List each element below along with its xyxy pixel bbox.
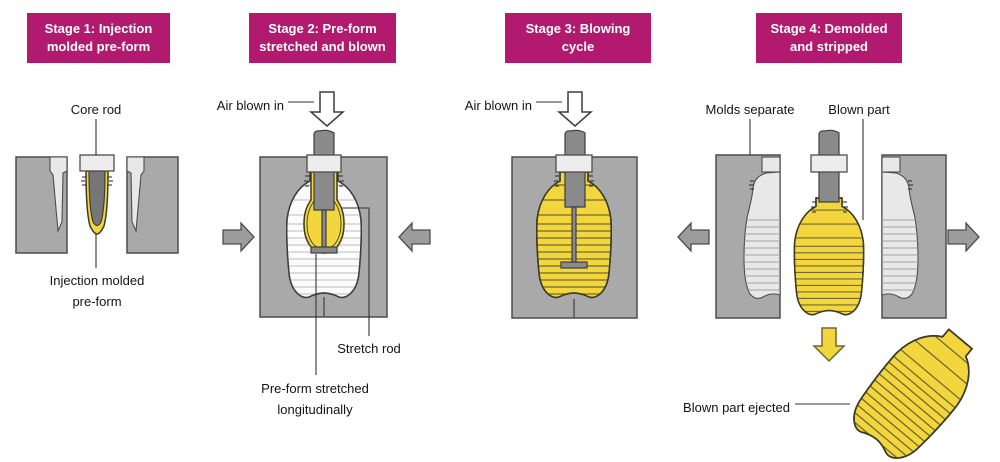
blown-part-label: Blown part [828,102,890,117]
air-blown-in-label-2: Air blown in [216,98,284,113]
separate-arrow-right [947,221,980,253]
stretch-rod-callout-line [341,207,370,336]
preform-label-line1: Injection molded [49,273,145,288]
air-down-arrow-3 [557,91,593,127]
air-down-arrow-2 [309,91,345,127]
stage1-diagram [15,119,179,268]
core-rod-shape [88,170,106,227]
stage4-threads [811,201,848,213]
stretch-rod-thin [321,209,327,250]
stretch-rod-tip [310,246,338,254]
stage3-header: Stage 3: Blowing cycle [505,13,651,63]
stage4-diagram [677,119,993,462]
stretch-rod-label: Stretch rod [337,341,401,356]
stretched-label-line2: longitudinally [277,402,353,417]
preform-label-line2: pre-form [72,294,122,309]
stage2-threads [304,175,344,187]
stage4-step-left [761,156,781,173]
stage1-title-line2: molded pre-form [46,39,151,54]
stage3-diagram [511,91,638,319]
stage4-step-right [881,156,901,173]
stretched-label-line1: Pre-form stretched [261,381,369,396]
cavity-threads-right [908,180,913,190]
stage4-header: Stage 4: Demolded and stripped [756,13,902,63]
cavity-threads-left [749,180,754,190]
stage1-threads [81,176,113,186]
blown-part-ejected-label: Blown part ejected [683,400,790,415]
ejected-bottle [841,312,993,462]
stage1-header: Stage 1: Injection molded pre-form [27,13,170,63]
stage3-threads [554,175,594,187]
stage4-title-line1: Stage 4: Demolded [770,21,888,36]
stage3-title-line2: cycle [561,39,595,54]
air-blown-in-label-3: Air blown in [464,98,532,113]
stage1-cavity-right [126,156,145,234]
stage1-cavity-left [49,156,68,234]
core-rod-label: Core rod [70,102,122,117]
stage2-header: Stage 2: Pre-form stretched and blown [249,13,396,63]
stretch-rod-tip-3 [560,261,588,269]
stage1-neck-cap [79,154,115,172]
press-arrow-right [398,221,431,253]
stage2-diagram [222,91,431,375]
stage4-title-line2: and stripped [789,39,868,54]
stretch-rod-thin-3 [571,206,577,263]
stage4-blown-part [793,197,865,316]
stage2-neck-collar [306,154,342,173]
press-arrow-left [222,221,255,253]
stage1-title-line1: Stage 1: Injection [44,21,153,36]
stage2-title-line2: stretched and blown [259,39,386,54]
molds-separate-label: Molds separate [705,102,795,117]
preform-stretched-label: Pre-form stretched longitudinally [235,378,395,420]
separate-arrow-left [677,221,710,253]
cavity-ribs-left [744,219,780,291]
stage3-neck-collar [555,154,593,173]
eject-down-arrow [812,327,846,363]
stage4-neck-collar [810,154,848,173]
injection-molded-preform-label: Injection molded pre-form [27,270,167,312]
stage2-title-line1: Stage 2: Pre-form [268,21,377,36]
cavity-ribs-right [882,219,918,291]
stage3-title-line1: Stage 3: Blowing [525,21,631,36]
